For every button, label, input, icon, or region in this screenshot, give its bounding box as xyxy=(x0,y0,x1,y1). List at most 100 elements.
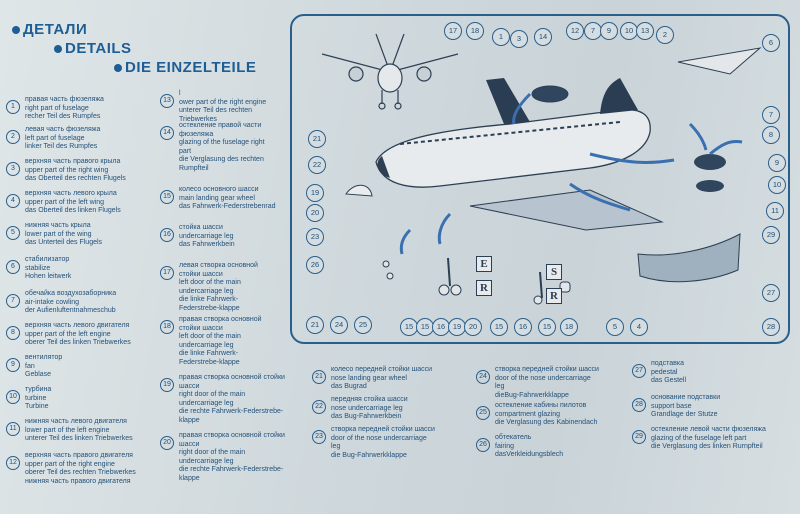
callout-number: 14 xyxy=(534,28,552,46)
callout-number: 20 xyxy=(464,318,482,336)
part-entry: 11 нижняя часть левого двигателя lower pa… xyxy=(6,418,171,444)
part-entry: 13 l ower part of the right engine untere… xyxy=(160,90,300,124)
part-number: 11 xyxy=(6,422,20,436)
callout-number: 11 xyxy=(766,202,784,220)
part-number: 6 xyxy=(6,260,20,274)
part-entry: 20 правая створка основной стойки шасси r… xyxy=(160,432,300,484)
callout-number: 20 xyxy=(306,204,324,222)
part-description: l ower part of the right engine unterer … xyxy=(179,90,267,123)
part-number: 21 xyxy=(312,370,326,384)
callout-number: 3 xyxy=(510,30,528,48)
parts-heading: ДЕТАЛИ DETAILS DIE EINZELTEILE xyxy=(8,20,298,77)
part-description: турбина turbine Turbine xyxy=(25,386,52,411)
part-description: нижняя часть крыла lower part of the win… xyxy=(25,222,103,247)
callout-number: 17 xyxy=(444,22,462,40)
part-letter-marker: S xyxy=(546,264,562,280)
heading-english: DETAILS xyxy=(54,39,298,58)
bullet-icon xyxy=(54,45,62,54)
bullet-icon xyxy=(114,64,122,73)
part-description: стойка шасси undercarriage leg das Fahrw… xyxy=(179,224,235,249)
landing-gear-drawing xyxy=(382,257,571,305)
part-description: остекление левой части фюзеляжа glazing … xyxy=(651,426,766,451)
part-number: 25 xyxy=(476,406,490,420)
part-description: нижняя часть левого двигателя lower part… xyxy=(25,418,133,443)
callout-number: 6 xyxy=(762,34,780,52)
part-entry: 12 верхняя часть правого двигателя upper … xyxy=(6,452,171,486)
part-description: передняя стойка шасси nose undercarriage… xyxy=(331,396,408,421)
part-number: 10 xyxy=(6,390,20,404)
part-description: левая часть фюзеляжа left part of fusela… xyxy=(25,126,101,151)
part-description: колесо передней стойки шасси nose landin… xyxy=(331,366,433,391)
callout-number: 18 xyxy=(466,22,484,40)
part-description: правая створка основной стойки шасси rig… xyxy=(179,432,285,482)
part-entry: 27 подставка pedestal das Gestell xyxy=(632,360,792,386)
part-number: 20 xyxy=(160,436,174,450)
airplane-exploded-drawing xyxy=(321,33,762,305)
part-number: 24 xyxy=(476,370,490,384)
part-description: обечайка воздухозаборника air-intake cow… xyxy=(25,290,117,315)
callout-number: 21 xyxy=(308,130,326,148)
part-description: основание подставки support base Grandla… xyxy=(651,394,721,419)
part-letter-marker: E xyxy=(476,256,492,272)
part-entry: 25 остекление кабины пилотов compartment … xyxy=(476,402,636,428)
part-number: 3 xyxy=(6,162,20,176)
part-description: створка передней стойки шасси door of th… xyxy=(331,426,435,459)
part-description: верхняя часть левого двигателя upper par… xyxy=(25,322,131,347)
part-description: подставка pedestal das Gestell xyxy=(651,360,687,385)
part-number: 22 xyxy=(312,400,326,414)
part-entry: 10 турбина turbine Turbine xyxy=(6,386,171,412)
callout-number: 24 xyxy=(330,316,348,334)
part-letter-marker: R xyxy=(546,288,562,304)
part-number: 28 xyxy=(632,398,646,412)
part-description: верхняя часть левого крыла upper part of… xyxy=(25,190,121,215)
part-number: 12 xyxy=(6,456,20,470)
part-letter-marker: R xyxy=(476,280,492,296)
part-number: 1 xyxy=(6,100,20,114)
part-number: 7 xyxy=(6,294,20,308)
callout-number: 9 xyxy=(600,22,618,40)
part-number: 9 xyxy=(6,358,20,372)
part-description: правая створка основной стойки шасси rig… xyxy=(179,374,285,424)
callout-number: 16 xyxy=(514,318,532,336)
part-number: 13 xyxy=(160,94,174,108)
part-description: верхняя часть правого крыла upper part o… xyxy=(25,158,126,183)
engine-drawing xyxy=(531,85,726,192)
part-entry: 21 колесо передней стойки шасси nose land… xyxy=(312,366,472,392)
part-number: 18 xyxy=(160,320,174,334)
part-number: 23 xyxy=(312,430,326,444)
heading-russian: ДЕТАЛИ xyxy=(12,20,298,39)
part-number: 5 xyxy=(6,226,20,240)
part-entry: 7 обечайка воздухозаборника air-intake co… xyxy=(6,290,171,316)
part-description: обтекатель fairing dasVerkleidungsblech xyxy=(495,434,564,459)
part-entry: 24 створка передней стойки шасси door of … xyxy=(476,366,636,400)
part-entry: 4 верхняя часть левого крыла upper part o… xyxy=(6,190,171,216)
assembly-arrows xyxy=(399,92,743,255)
front-view-plane xyxy=(321,33,459,110)
part-number: 4 xyxy=(6,194,20,208)
fuselage-drawing xyxy=(375,78,651,188)
callout-number: 7 xyxy=(762,106,780,124)
part-description: правая часть фюзеляжа right part of fuse… xyxy=(25,96,104,121)
part-description: верхняя часть правого двигателя upper pa… xyxy=(25,452,136,485)
heading-german: DIE EINZELTEILE xyxy=(114,58,298,77)
nose-fairing-drawing xyxy=(345,184,373,197)
part-description: остекление кабины пилотов compartment gl… xyxy=(495,402,598,427)
part-entry: 5 нижняя часть крыла lower part of the wi… xyxy=(6,222,171,248)
callout-number: 10 xyxy=(620,22,638,40)
part-number: 27 xyxy=(632,364,646,378)
part-description: створка передней стойки шасси door of th… xyxy=(495,366,599,399)
callout-number: 10 xyxy=(768,176,786,194)
callout-number: 21 xyxy=(306,316,324,334)
part-number: 8 xyxy=(6,326,20,340)
callout-number: 2 xyxy=(656,26,674,44)
callout-number: 12 xyxy=(566,22,584,40)
part-description: колесо основного шасси main landing gear… xyxy=(179,186,276,211)
